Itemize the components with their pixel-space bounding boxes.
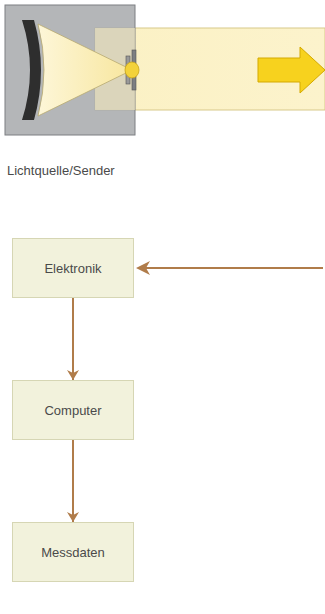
part-label: Lichtquelle/Sender [7, 163, 115, 178]
signal-arrowhead [136, 261, 150, 275]
signal-line [146, 267, 323, 269]
light-beam [95, 28, 325, 110]
box-label: Computer [36, 403, 109, 418]
box-label: Messdaten [33, 545, 113, 560]
process-box: Computer [12, 380, 134, 440]
housing [5, 5, 135, 135]
flow-arrow [72, 298, 74, 380]
box-label: Elektronik [36, 261, 109, 276]
reflector [22, 20, 41, 120]
direction-arrow [258, 47, 325, 93]
process-box: Messdaten [12, 522, 134, 582]
process-box: Elektronik [12, 238, 134, 298]
lamp-bulb [125, 62, 139, 78]
flow-arrow [72, 440, 74, 522]
light-cone [38, 24, 128, 116]
